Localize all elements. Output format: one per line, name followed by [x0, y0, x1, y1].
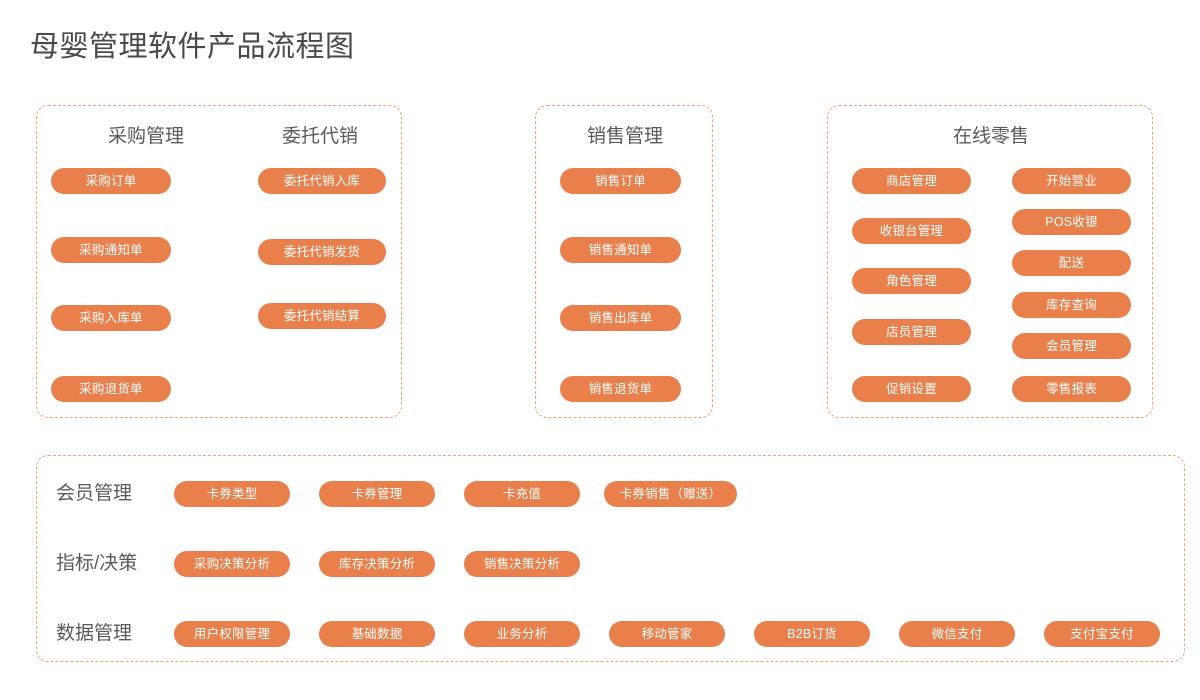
panel-title-consignment: 委托代销	[281, 126, 359, 147]
pill-promotion-settings[interactable]: 促销设置	[852, 376, 971, 402]
panel-procurement-consignment: 采购管理 委托代销 采购订单 采购通知单 采购入库单 采购退货单 委托代销入库 …	[36, 105, 402, 418]
pill-sales-notice[interactable]: 销售通知单	[560, 237, 681, 263]
pill-wechat-pay[interactable]: 微信支付	[899, 621, 1015, 647]
pill-basic-data[interactable]: 基础数据	[319, 621, 435, 647]
pill-card-type[interactable]: 卡券类型	[174, 481, 290, 507]
pill-consignment-inbound[interactable]: 委托代销入库	[258, 168, 386, 194]
pill-sales-return[interactable]: 销售退货单	[560, 376, 681, 402]
row-label-member-management: 会员管理	[56, 483, 133, 504]
panel-sales: 销售管理 销售订单 销售通知单 销售出库单 销售退货单	[535, 105, 713, 418]
pill-sales-outbound[interactable]: 销售出库单	[560, 305, 681, 331]
pill-consignment-shipment[interactable]: 委托代销发货	[258, 239, 386, 265]
pill-sales-order[interactable]: 销售订单	[560, 168, 681, 194]
pill-card-sale-gift[interactable]: 卡券销售（赠送）	[604, 481, 737, 507]
pill-clerk-management[interactable]: 店员管理	[852, 319, 971, 345]
row-label-metrics-decision: 指标/决策	[56, 553, 138, 574]
panel-title-procurement: 采购管理	[107, 126, 185, 147]
pill-card-recharge[interactable]: 卡充值	[464, 481, 580, 507]
pill-card-management[interactable]: 卡券管理	[319, 481, 435, 507]
pill-cashier-desk-management[interactable]: 收银台管理	[852, 218, 971, 244]
pill-retail-report[interactable]: 零售报表	[1012, 376, 1131, 402]
pill-delivery[interactable]: 配送	[1012, 250, 1131, 276]
row-label-data-management: 数据管理	[56, 623, 133, 644]
panel-online-retail: 在线零售 商店管理 收银台管理 角色管理 店员管理 促销设置 开始营业 POS收…	[827, 105, 1153, 418]
pill-user-permission-management[interactable]: 用户权限管理	[174, 621, 290, 647]
pill-inventory-decision-analysis[interactable]: 库存决策分析	[319, 551, 435, 577]
pill-procurement-inbound[interactable]: 采购入库单	[51, 305, 171, 331]
pill-mobile-steward[interactable]: 移动管家	[609, 621, 725, 647]
pill-procurement-return[interactable]: 采购退货单	[51, 376, 171, 402]
pill-member-management[interactable]: 会员管理	[1012, 333, 1131, 359]
page-title: 母婴管理软件产品流程图	[30, 31, 355, 63]
pill-consignment-settlement[interactable]: 委托代销结算	[258, 303, 386, 329]
pill-alipay-pay[interactable]: 支付宝支付	[1044, 621, 1160, 647]
pill-start-business[interactable]: 开始营业	[1012, 168, 1131, 194]
pill-inventory-query[interactable]: 库存查询	[1012, 292, 1131, 318]
pill-role-management[interactable]: 角色管理	[852, 268, 971, 294]
pill-b2b-ordering[interactable]: B2B订货	[754, 621, 870, 647]
pill-business-analysis[interactable]: 业务分析	[464, 621, 580, 647]
pill-procurement-notice[interactable]: 采购通知单	[51, 237, 171, 263]
panel-title-sales: 销售管理	[586, 126, 664, 147]
panel-title-online-retail: 在线零售	[952, 126, 1030, 147]
pill-sales-decision-analysis[interactable]: 销售决策分析	[464, 551, 580, 577]
panel-bottom-modules: 会员管理 卡券类型 卡券管理 卡充值 卡券销售（赠送） 指标/决策 采购决策分析…	[36, 455, 1185, 662]
pill-procurement-decision-analysis[interactable]: 采购决策分析	[174, 551, 290, 577]
pill-procurement-order[interactable]: 采购订单	[51, 168, 171, 194]
pill-pos-checkout[interactable]: POS收银	[1012, 209, 1131, 235]
pill-store-management[interactable]: 商店管理	[852, 168, 971, 194]
